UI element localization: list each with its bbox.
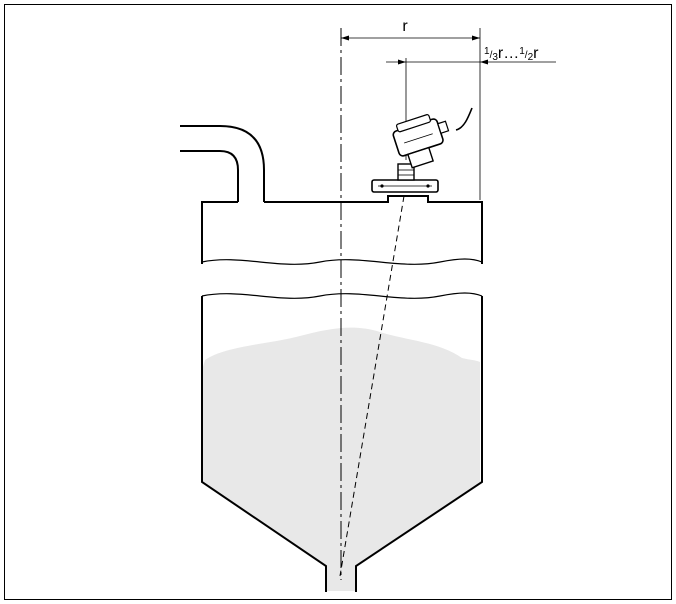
inlet-pipe-outer <box>180 125 265 202</box>
sensor-neck <box>397 163 415 181</box>
offset-arrow-left <box>398 59 406 65</box>
break-line-upper <box>201 258 483 265</box>
silo-body-right <box>355 296 483 592</box>
silo-body <box>201 296 327 592</box>
inlet-pipe-inner <box>180 150 239 202</box>
dimension-r-label: r <box>402 18 408 35</box>
dimension-r-arrow-left <box>341 35 349 41</box>
figure-frame <box>4 4 672 600</box>
radar-sensor <box>371 107 473 193</box>
break-line-lower <box>201 292 483 299</box>
silo-roof <box>201 195 483 264</box>
bulk-material <box>202 327 480 591</box>
sensor-cable <box>455 107 473 131</box>
dimension-r-arrow-right <box>472 35 480 41</box>
offset-range-label: 1/3r…1/2r <box>484 45 539 63</box>
measurement-beam <box>339 195 405 577</box>
offset-arrow-right <box>480 59 488 65</box>
